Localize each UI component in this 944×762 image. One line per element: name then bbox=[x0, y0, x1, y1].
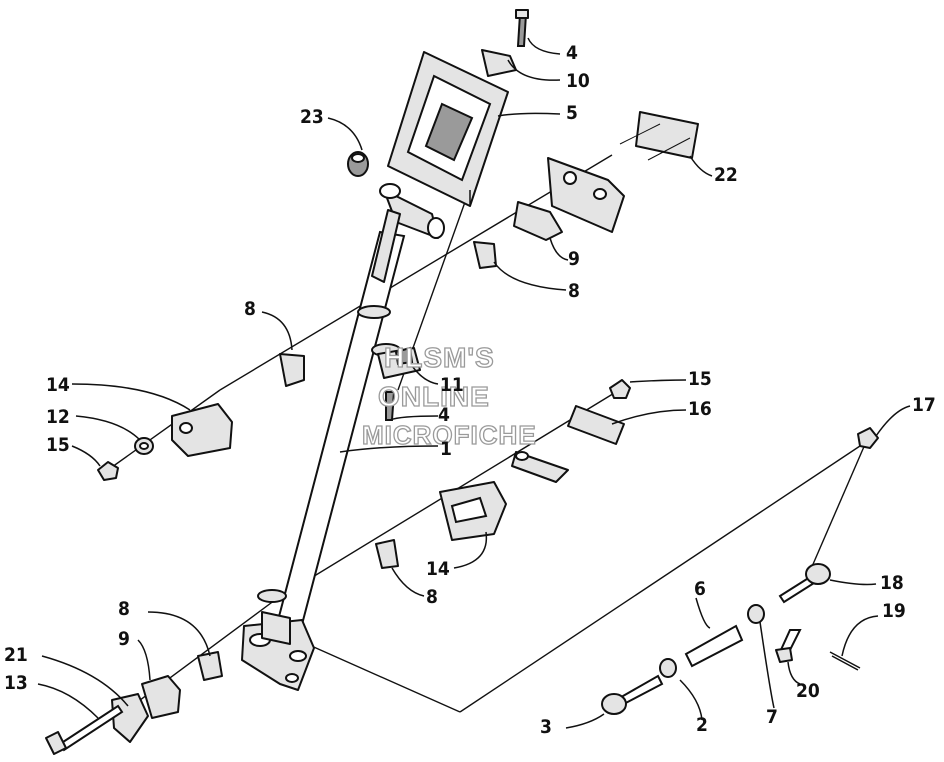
callout-c8c: 8 bbox=[426, 586, 438, 608]
tie-rod-bracket bbox=[111, 693, 149, 743]
right-nut bbox=[609, 379, 631, 399]
callout-leaders bbox=[37, 37, 911, 729]
callout-c4b: 4 bbox=[438, 404, 450, 426]
upper-clamp-half bbox=[513, 201, 563, 241]
steering-base-plate bbox=[241, 611, 315, 691]
callout-c6: 6 bbox=[694, 578, 706, 600]
callout-c9a: 9 bbox=[568, 248, 580, 270]
callout-c18: 18 bbox=[880, 572, 904, 594]
callout-c4a: 4 bbox=[566, 42, 578, 64]
watermark-line-2: ONLINE bbox=[377, 381, 490, 412]
watermark-line-1: HLSM'S bbox=[383, 342, 495, 373]
callout-c1: 1 bbox=[440, 438, 452, 460]
callout-c21: 21 bbox=[4, 644, 28, 666]
callout-c14b: 14 bbox=[426, 558, 450, 580]
callout-c19: 19 bbox=[882, 600, 906, 622]
ball-joint-nut bbox=[857, 427, 879, 449]
long-bolt bbox=[45, 704, 124, 755]
plug bbox=[347, 151, 369, 177]
callout-c16: 16 bbox=[688, 398, 712, 420]
watermark-line-3: MICROFICHE bbox=[361, 420, 537, 450]
tie-rod-end bbox=[778, 563, 831, 604]
jam-nut-right bbox=[747, 604, 765, 624]
bottom-bushing bbox=[197, 651, 223, 681]
callout-c20: 20 bbox=[796, 680, 820, 702]
jam-nut-left bbox=[659, 658, 677, 678]
callout-c2: 2 bbox=[696, 714, 708, 736]
bottom-clamp-half bbox=[141, 675, 181, 719]
callout-c12: 12 bbox=[46, 406, 70, 428]
callout-c8b: 8 bbox=[244, 298, 256, 320]
left-nut bbox=[97, 461, 119, 481]
top-clamp-cap bbox=[481, 9, 529, 77]
callout-c9b: 9 bbox=[118, 628, 130, 650]
callout-c11: 11 bbox=[440, 374, 464, 396]
callout-c3: 3 bbox=[540, 716, 552, 738]
left-bushing bbox=[279, 353, 305, 387]
tie-rod-bolt bbox=[775, 629, 802, 663]
stud-plate bbox=[511, 405, 625, 483]
callout-c22: 22 bbox=[714, 164, 738, 186]
cotter-pin bbox=[829, 651, 861, 671]
tie-rod bbox=[684, 624, 744, 668]
callout-c15a: 15 bbox=[46, 434, 70, 456]
lower-bushing bbox=[375, 539, 399, 569]
inner-tie-rod-end bbox=[601, 674, 664, 715]
callout-c7: 7 bbox=[766, 706, 778, 728]
callout-c8a: 8 bbox=[568, 280, 580, 302]
callout-c23: 23 bbox=[300, 106, 324, 128]
callout-c15b: 15 bbox=[688, 368, 712, 390]
lower-clamp-cap bbox=[377, 346, 421, 421]
callout-c5: 5 bbox=[566, 102, 578, 124]
upper-bushing bbox=[473, 241, 497, 269]
washer bbox=[134, 437, 154, 455]
lower-clamp-block bbox=[439, 481, 507, 541]
callout-c14a: 14 bbox=[46, 374, 70, 396]
callout-c17: 17 bbox=[912, 394, 936, 416]
left-clamp-block bbox=[171, 403, 233, 457]
callout-c8d: 8 bbox=[118, 598, 130, 620]
steering-post bbox=[257, 183, 445, 634]
handlebar-clamp-block bbox=[387, 51, 509, 207]
callout-c13: 13 bbox=[4, 672, 28, 694]
callout-c10: 10 bbox=[566, 70, 590, 92]
stud-bracket bbox=[547, 111, 699, 233]
